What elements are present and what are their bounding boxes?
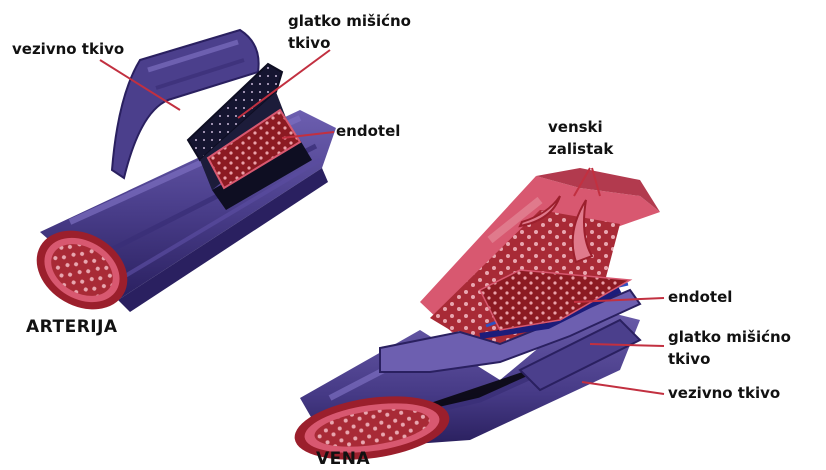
vein-valve-label-line2: zalistak	[548, 140, 613, 159]
artery-endothelium-label: endotel	[336, 122, 400, 141]
artery-smooth-muscle-label-line1: glatko mišićno	[288, 12, 411, 31]
artery-smooth-muscle-label-line2: tkivo	[288, 34, 330, 53]
vein-valve-label-line1: venski	[548, 118, 603, 137]
artery-title: ARTERIJA	[26, 318, 118, 337]
vein-connective-label: vezivno tkivo	[668, 384, 780, 403]
artery-connective-label: vezivno tkivo	[12, 40, 124, 59]
vein-endothelium-label: endotel	[668, 288, 732, 307]
leader-vein-connective	[582, 382, 664, 394]
vein-smooth-muscle-label-line1: glatko mišićno	[668, 328, 791, 347]
vein-smooth-muscle-label-line2: tkivo	[668, 350, 710, 369]
vein-title: VENA	[316, 450, 370, 469]
